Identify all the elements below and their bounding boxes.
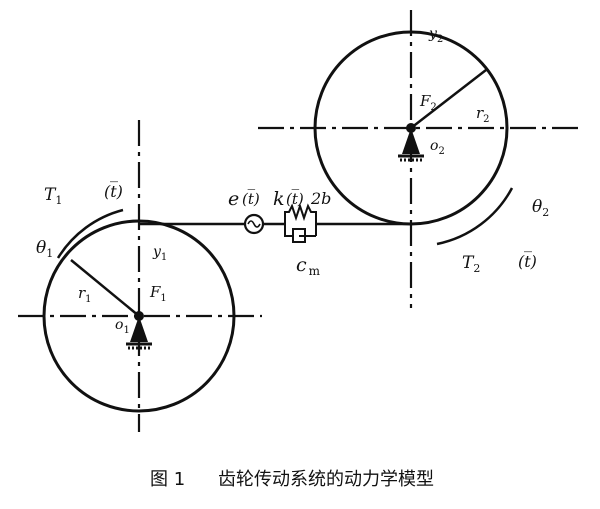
mesh-stiffness-arg: (t̅) xyxy=(286,189,304,208)
gear-2-torque-arc xyxy=(436,187,514,246)
gear-2-radius-label: r2 xyxy=(476,104,490,125)
gear-1-torque-arg: (t̅) xyxy=(104,181,123,201)
gear-1-radius-label: r1 xyxy=(78,284,92,305)
gear-1 xyxy=(18,120,262,432)
gear-1-radius-line xyxy=(70,259,140,317)
gear-1-support-icon xyxy=(126,311,152,350)
gear-2-torque-arg: (t̅) xyxy=(518,251,537,271)
spring-damper-icon xyxy=(284,202,317,243)
mesh-stiffness-label: k xyxy=(273,188,285,210)
mesh-error-arg: (t̅) xyxy=(242,189,260,208)
mesh-backlash-label: 2b xyxy=(310,189,331,208)
gear-2 xyxy=(258,10,578,308)
gear-1-angle-label: θ1 xyxy=(36,238,53,260)
gear-2-radius-line xyxy=(410,69,487,129)
mesh-error-label: e xyxy=(228,188,239,210)
mesh-connection xyxy=(139,202,411,243)
gear-1-axis-label: y1 xyxy=(152,244,167,263)
gear-2-axis-label: y2 xyxy=(428,26,443,45)
gear-1-torque-arc xyxy=(56,208,124,259)
gear-2-force-label: F2 xyxy=(419,92,437,113)
gear-2-support-icon xyxy=(398,123,424,162)
gear-1-torque-label: T1 xyxy=(44,185,62,207)
gear-1-origin-label: o1 xyxy=(115,317,130,336)
gear-2-torque-label: T2 xyxy=(462,253,480,275)
figure-caption-title: 齿轮传动系统的动力学模型 xyxy=(218,469,434,490)
error-wave-icon xyxy=(247,220,261,228)
gear-1-force-label: F1 xyxy=(149,283,167,304)
figure-caption-number: 图 1 xyxy=(150,469,185,490)
gear-2-angle-label: θ2 xyxy=(532,197,549,219)
gear-2-origin-label: o2 xyxy=(430,138,445,157)
